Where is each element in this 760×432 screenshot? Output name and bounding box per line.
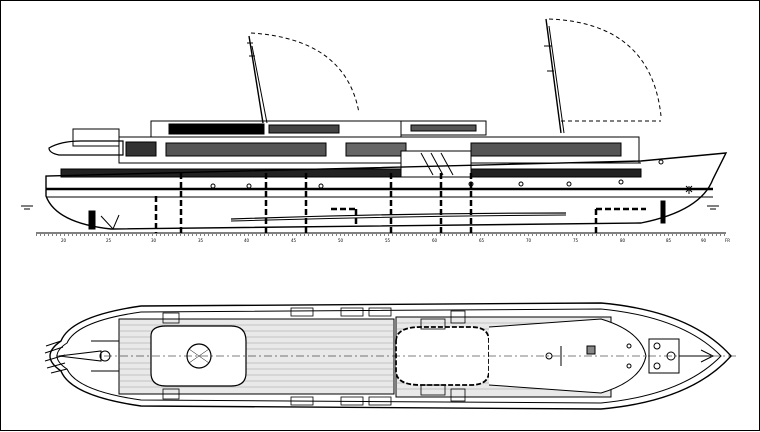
scale-tick: 40 bbox=[244, 238, 250, 243]
scale-tick: 30 bbox=[151, 238, 157, 243]
scale-tick: 80 bbox=[620, 238, 626, 243]
frame-scale bbox=[36, 232, 726, 236]
waterline-marks bbox=[21, 205, 719, 210]
scale-tick: 60 bbox=[432, 238, 438, 243]
deck-fittings bbox=[545, 343, 632, 369]
scale-tick: 85 bbox=[666, 238, 672, 243]
scale-tick: 55 bbox=[385, 238, 391, 243]
aft-mast bbox=[247, 32, 360, 124]
scale-tick: 25 bbox=[106, 238, 112, 243]
scale-tick: 50 bbox=[338, 238, 344, 243]
scale-tick: 70 bbox=[526, 238, 532, 243]
fore-mast bbox=[544, 18, 662, 134]
upper-deck-house bbox=[150, 120, 487, 138]
hull bbox=[45, 152, 728, 230]
portholes bbox=[210, 159, 664, 189]
frame-scale-labels: 20 25 30 35 40 45 50 55 60 65 70 75 80 8… bbox=[61, 238, 730, 243]
plan-hull-outline bbox=[49, 302, 732, 410]
benches bbox=[162, 307, 466, 406]
lower-deck-band bbox=[60, 150, 642, 178]
stern-hatching bbox=[44, 340, 68, 374]
lifeboat bbox=[48, 128, 124, 156]
profile-view bbox=[21, 18, 728, 236]
scale-tick: 65 bbox=[479, 238, 485, 243]
anchor-icon bbox=[685, 185, 693, 194]
scale-end-label: FR bbox=[725, 238, 730, 243]
scale-tick: 35 bbox=[198, 238, 204, 243]
plan-view bbox=[44, 302, 739, 410]
scale-tick: 90 bbox=[701, 238, 707, 243]
stern-deck bbox=[58, 340, 120, 372]
bow-thruster bbox=[660, 200, 666, 224]
bow-windlass bbox=[648, 338, 715, 374]
scale-tick: 20 bbox=[61, 238, 67, 243]
rudder-propeller bbox=[88, 210, 120, 230]
scale-tick: 75 bbox=[573, 238, 579, 243]
main-deckhouse bbox=[118, 136, 641, 164]
aft-skylight bbox=[150, 325, 247, 387]
bulkheads bbox=[154, 173, 646, 233]
forward-open-deck bbox=[488, 318, 647, 394]
scale-tick: 45 bbox=[291, 238, 297, 243]
